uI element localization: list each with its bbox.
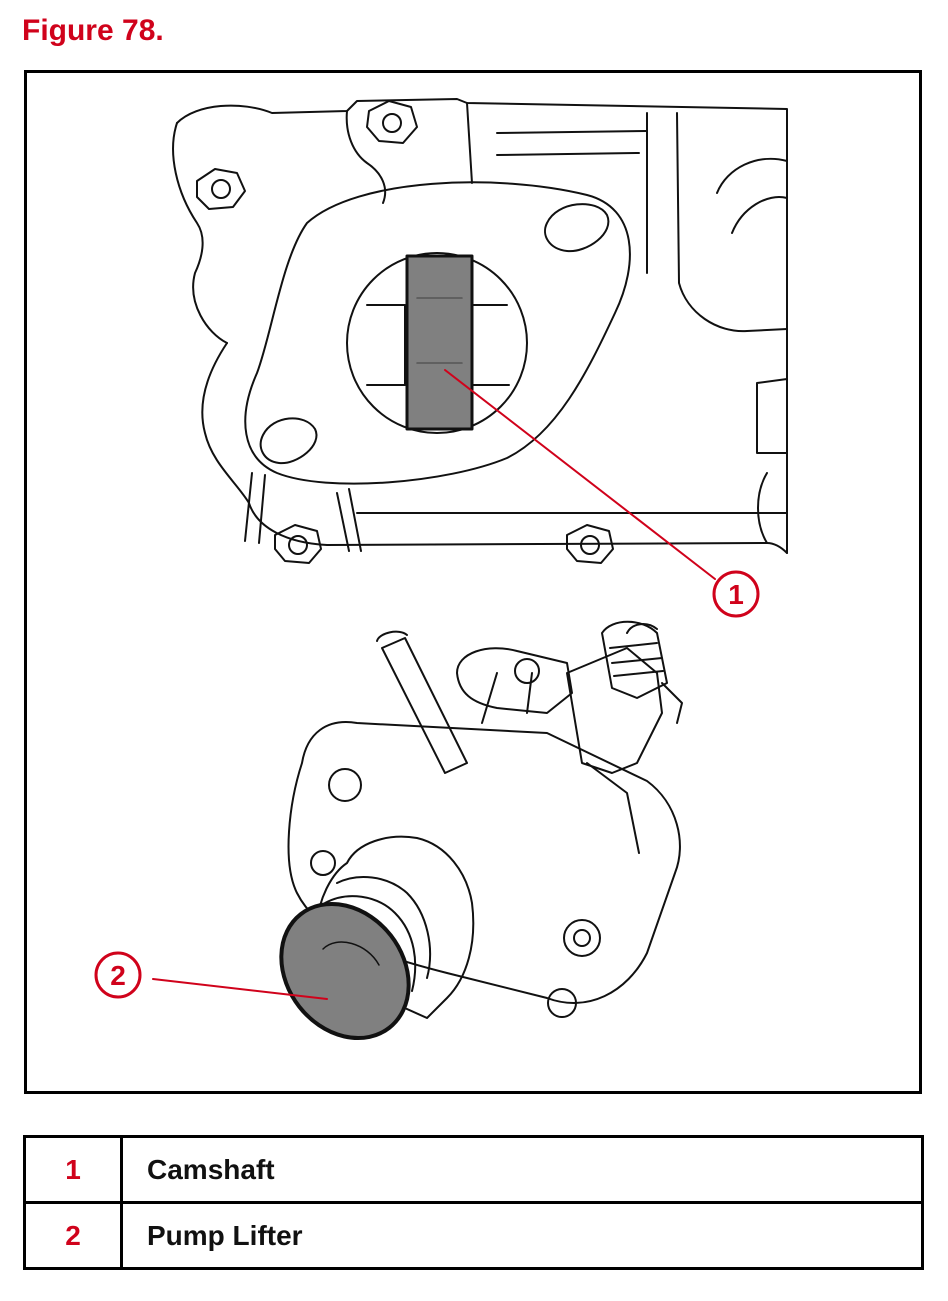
camshaft-part (405, 254, 474, 431)
legend-row: 1 Camshaft (23, 1135, 924, 1204)
callout-2-circle (94, 951, 142, 999)
pump-lifter-part (279, 901, 411, 1041)
bolt-top-left (196, 168, 246, 210)
legend-row: 2 Pump Lifter (23, 1201, 924, 1270)
callout-2-label: 2 (110, 960, 126, 991)
callout-1-label: 1 (728, 579, 744, 610)
camshaft-bore (346, 252, 528, 434)
mounting-flange (244, 181, 631, 485)
callout-1-leader (444, 369, 716, 580)
engine-drawing: 1 2 (94, 98, 788, 1041)
fuel-pump-drawing (287, 620, 683, 1019)
bolt-top-center (366, 100, 418, 144)
bolt-bottom-right (566, 524, 614, 564)
callout-1-circle (712, 570, 760, 618)
legend-label: Camshaft (120, 1135, 924, 1204)
legend-label: Pump Lifter (120, 1201, 924, 1270)
engine-block-drawing (172, 98, 788, 564)
bolt-bottom-left (274, 524, 322, 564)
figure-title: Figure 78. (22, 14, 164, 47)
figure-illustration: 1 2 (24, 70, 922, 1094)
callout-2-leader (152, 978, 328, 1000)
legend-table: 1 Camshaft 2 Pump Lifter (23, 1135, 924, 1270)
legend-number: 1 (23, 1135, 123, 1204)
legend-number: 2 (23, 1201, 123, 1270)
